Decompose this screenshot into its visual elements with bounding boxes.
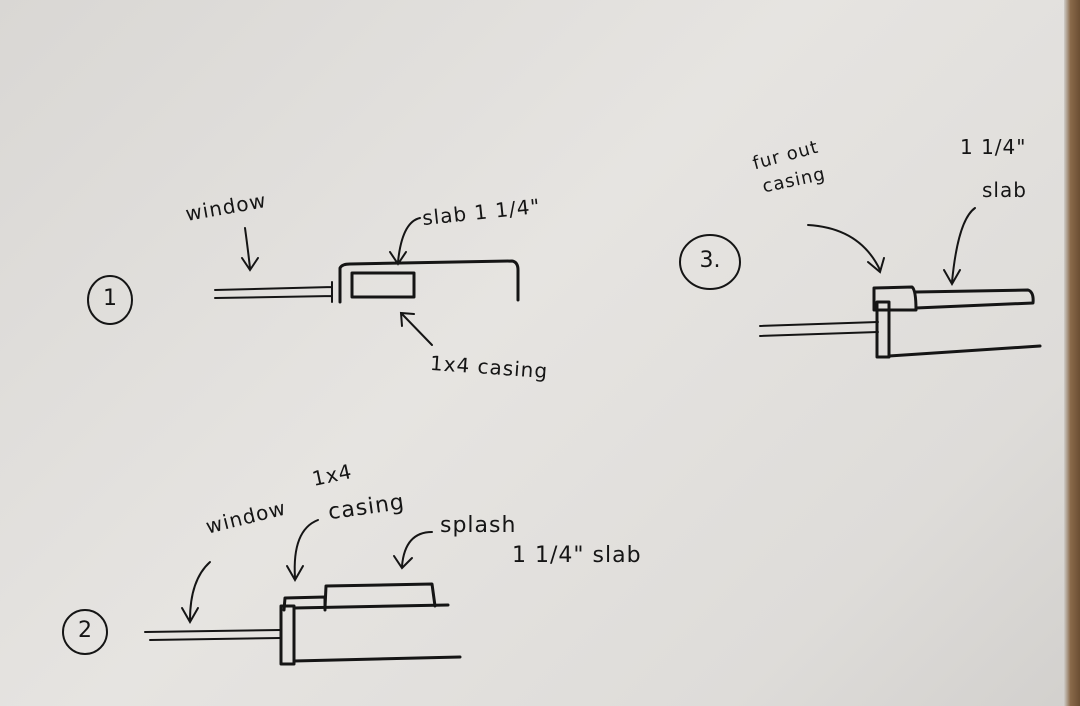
casing-3 (875, 300, 891, 359)
slab-2 (292, 603, 450, 610)
window-lines-1 (214, 281, 333, 303)
cabinet-line-2 (292, 655, 462, 663)
sketch-3 (679, 207, 1042, 359)
sketch-number-1: 1 (103, 286, 117, 311)
casing-arrow-1 (399, 311, 433, 346)
slab-1 (338, 259, 520, 304)
sketch-1 (87, 217, 520, 346)
window-lines-2 (144, 629, 281, 641)
casing-arrow-2 (286, 519, 319, 583)
slab-arrow-3 (943, 207, 976, 287)
casing-arrow-3 (807, 224, 885, 274)
number-circle-3 (679, 234, 741, 290)
casing-1 (350, 271, 416, 299)
sketch-2 (62, 519, 462, 666)
number-circle-2 (62, 609, 108, 655)
window-arrow-2 (181, 561, 211, 625)
casing-2 (279, 604, 296, 666)
splash-arrow-2 (393, 531, 433, 570)
window-lines-3 (759, 321, 879, 337)
window-arrow-1 (241, 227, 259, 272)
sketch-number-3: 3. (699, 248, 721, 273)
paper-edge (1064, 0, 1080, 706)
slab-label-3-line2: slab (982, 178, 1027, 202)
slab-label-3-line1: 1 1/4" (960, 135, 1027, 159)
slab-label-2: 1 1/4" slab (512, 543, 642, 568)
slab-arrow-1 (389, 217, 421, 266)
slab-3 (914, 288, 1035, 310)
splash-2 (323, 582, 437, 610)
splash-label-2: splash (440, 513, 517, 538)
sketch-number-2: 2 (78, 618, 92, 643)
number-circle-1 (87, 275, 133, 325)
fur-out-block-3 (872, 285, 918, 312)
cabinet-line-3 (887, 344, 1042, 358)
